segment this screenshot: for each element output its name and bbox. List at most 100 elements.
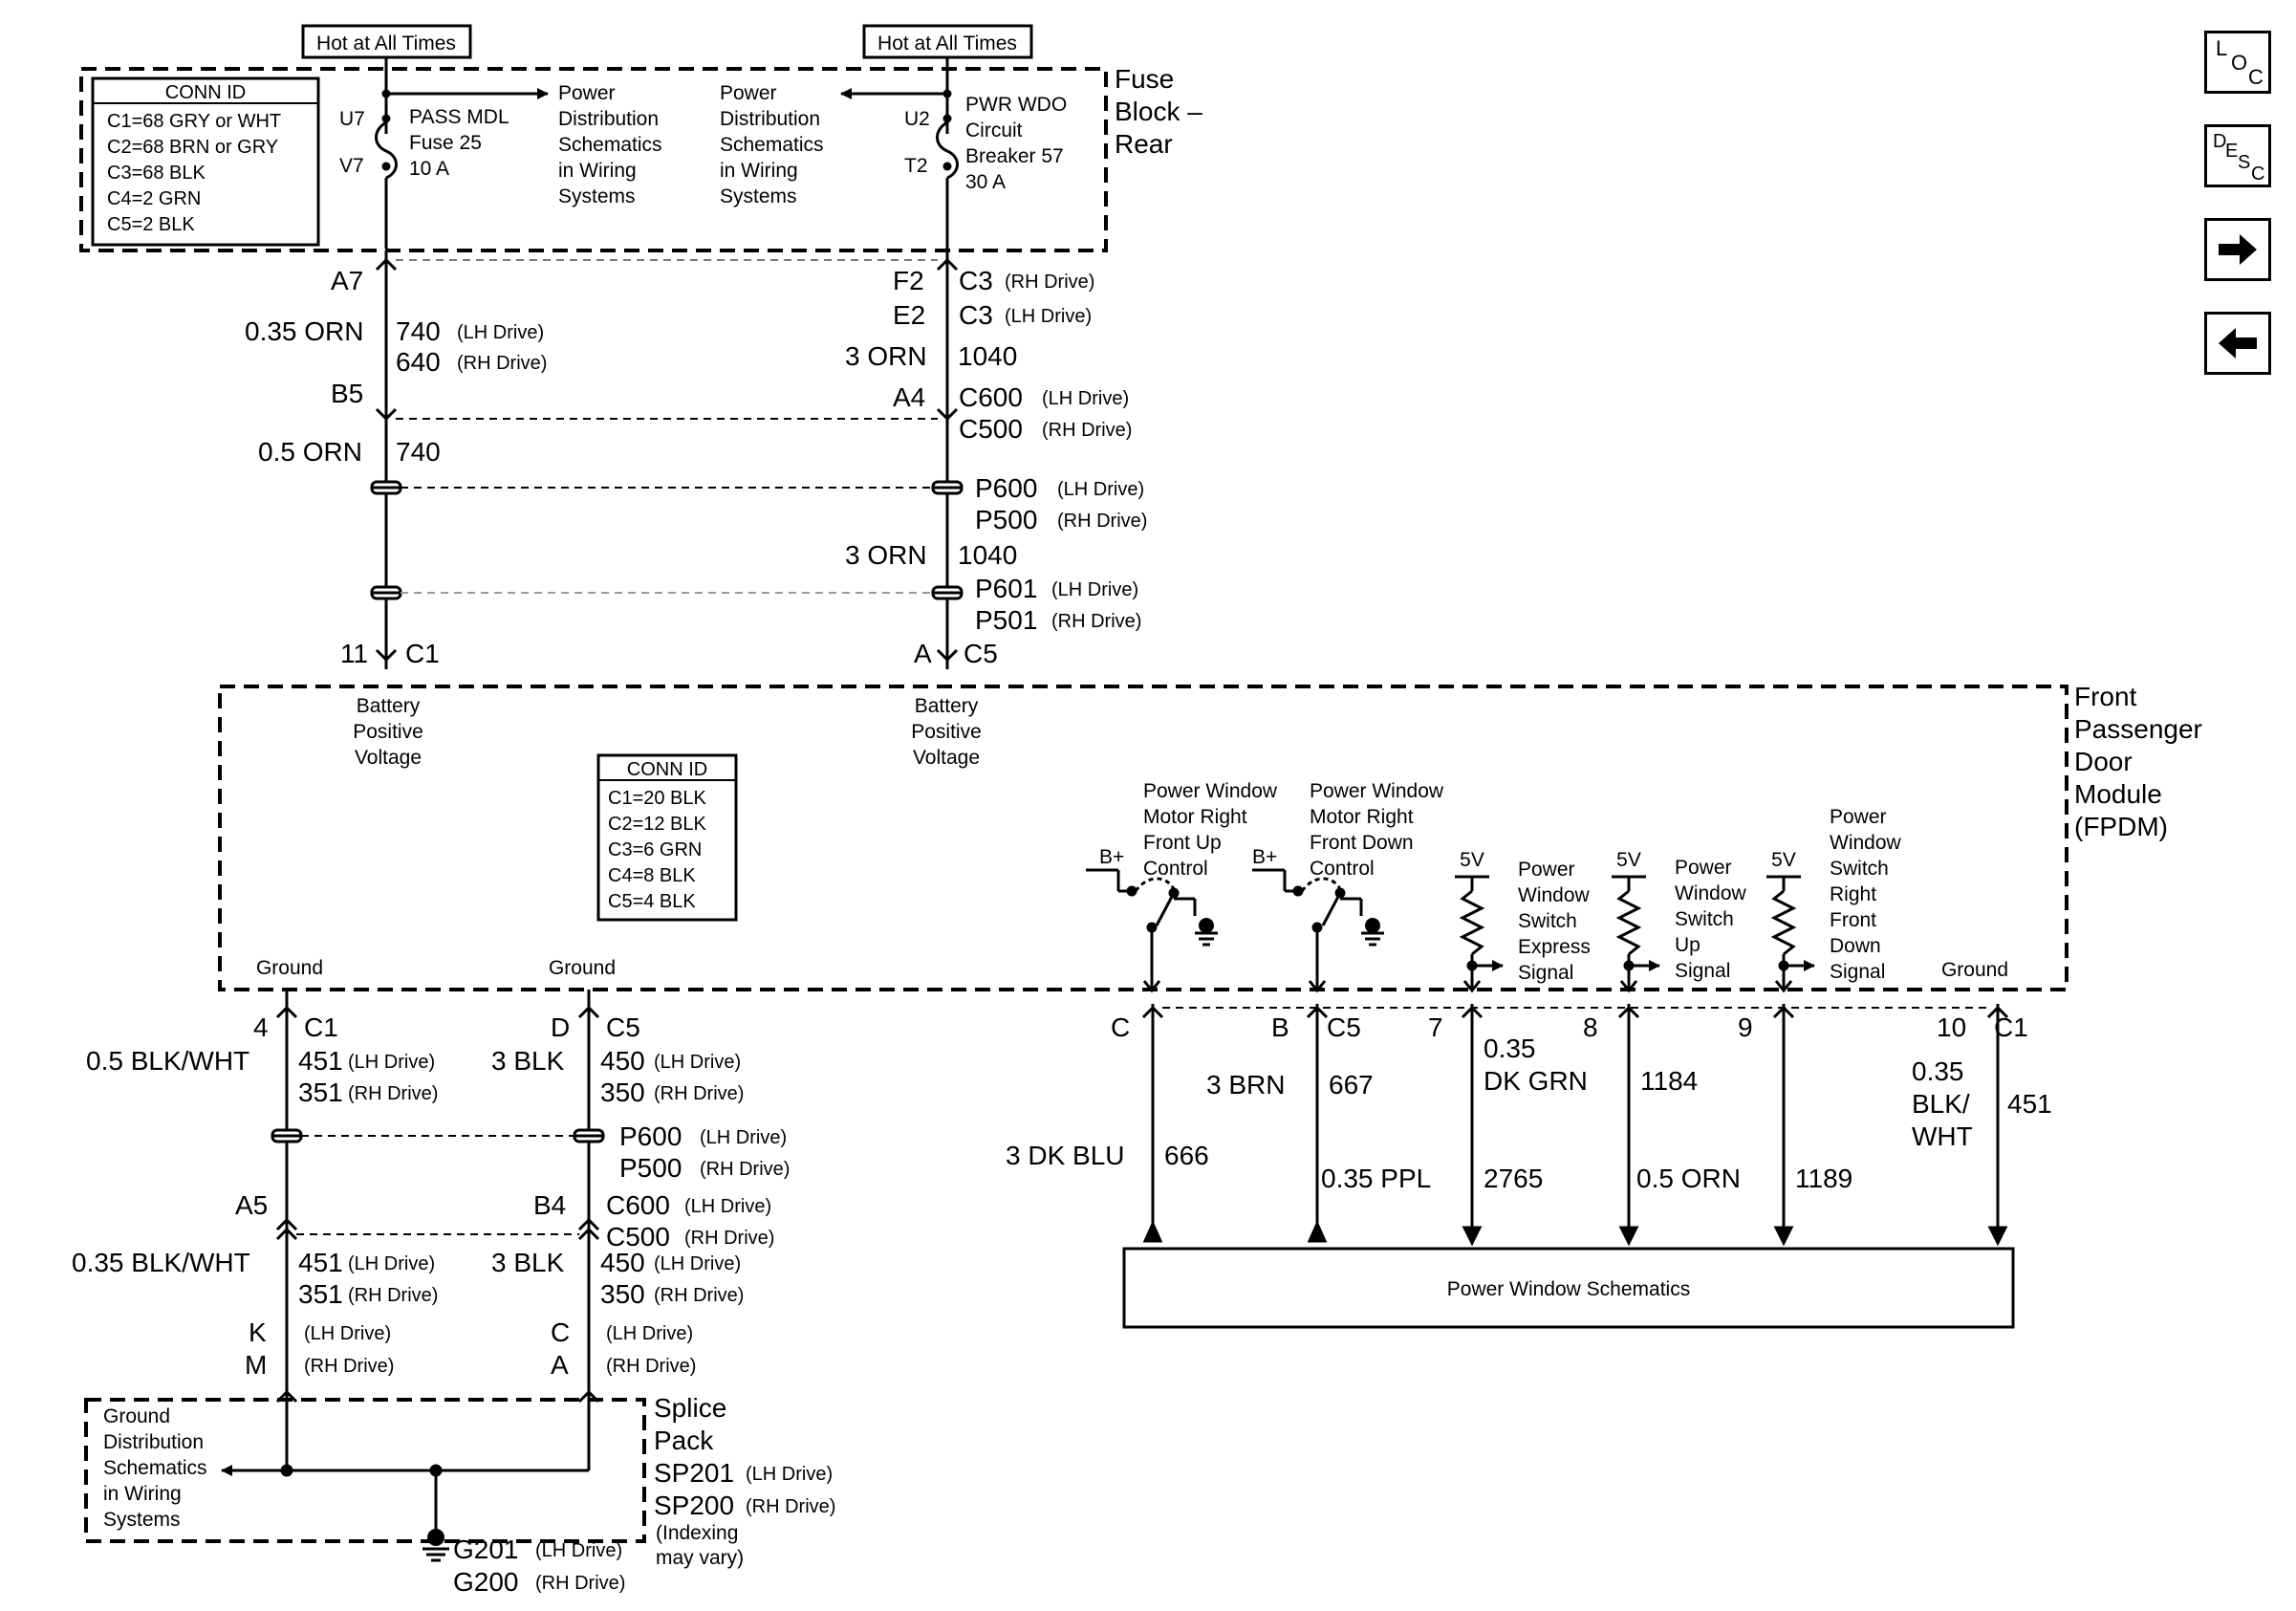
pin-10: 10	[1937, 1012, 1966, 1042]
fuse-pin-u2: U2	[904, 108, 930, 130]
conn-c500: C500	[606, 1222, 670, 1252]
power-window-schematics-box[interactable]: Power Window Schematics	[1122, 1247, 2015, 1329]
note: (LH Drive)	[348, 1253, 435, 1274]
pin-8: 8	[1583, 1012, 1598, 1042]
upper-right-labels: F2 C3 (RH Drive) E2 C3 (LH Drive) 3 ORN …	[845, 266, 1147, 668]
down-ctrl-label: Power Window	[1310, 780, 1444, 802]
motor-up-relay-icon	[1086, 868, 1218, 993]
gds-label: Ground	[103, 1405, 170, 1427]
note: (RH Drive)	[654, 1083, 744, 1104]
sw-up-label: Signal	[1675, 960, 1730, 982]
loc-letter-c: C	[2248, 65, 2264, 89]
note: (RH Drive)	[654, 1285, 744, 1306]
note: (RH Drive)	[700, 1159, 790, 1180]
pin-b5: B5	[331, 379, 363, 408]
circuit-640: 640	[396, 347, 441, 377]
lower-left-labels: 4 C1 0.5 BLK/WHT 451 (LH Drive) 351 (RH …	[72, 1012, 438, 1380]
pds-right-line: Schematics	[720, 134, 824, 156]
fuse-block-title-1: Fuse	[1115, 64, 1174, 94]
sw-down-label: Switch	[1830, 858, 1889, 880]
desc-button[interactable]: D E S C	[2204, 124, 2271, 187]
circuit-1189: 1189	[1795, 1164, 1852, 1193]
conn-c600: C600	[959, 382, 1023, 412]
pin-4: 4	[253, 1012, 269, 1042]
loc-button[interactable]: L O C	[2204, 31, 2271, 94]
conn-p601: P601	[975, 574, 1037, 603]
fpdm-title: Front	[2074, 682, 2137, 711]
wire-blk: BLK/	[1912, 1089, 1970, 1119]
sw-up-label: Up	[1675, 934, 1700, 956]
fpdm-conn-id-item: C2=12 BLK	[608, 814, 707, 835]
hot-at-all-times-label-left: Hot at All Times	[316, 33, 456, 54]
note: (RH Drive)	[684, 1228, 774, 1249]
up-ctrl-label: Control	[1143, 858, 1208, 880]
fuse-conn-id-title: CONN ID	[165, 82, 246, 103]
wire-wht: WHT	[1912, 1121, 1973, 1151]
hot-at-all-times-label-right: Hot at All Times	[877, 33, 1017, 54]
fpdm-conn-id-item: C3=6 GRN	[608, 839, 702, 860]
note: (RH Drive)	[746, 1496, 835, 1517]
up-ctrl-label: Front Up	[1143, 832, 1222, 854]
fuse-conn-id-item: C1=68 GRY or WHT	[107, 111, 281, 132]
pds-right-line: Power	[720, 82, 777, 104]
pds-left-line: Distribution	[558, 108, 659, 130]
upper-left-labels: A7 0.35 ORN 740 (LH Drive) 640 (RH Drive…	[245, 266, 547, 668]
conn-c1: C1	[405, 639, 440, 668]
gds-label: Distribution	[103, 1431, 204, 1453]
index-note: may vary)	[656, 1547, 744, 1569]
circuit-450: 450	[600, 1046, 645, 1076]
bpv-right: Voltage	[913, 747, 980, 769]
note: (LH Drive)	[1005, 306, 1092, 327]
motor-down-relay-icon	[1252, 868, 1384, 993]
pin-b4: B4	[533, 1190, 566, 1220]
note: (LH Drive)	[654, 1052, 741, 1073]
circuit-451: 451	[2007, 1089, 2052, 1119]
wire-0-35-blk-wht: 0.35 BLK/WHT	[72, 1248, 250, 1277]
gds-label: Schematics	[103, 1457, 207, 1479]
wire-0-5-blk-wht: 0.5 BLK/WHT	[86, 1046, 249, 1076]
breaker-57-icon	[936, 120, 959, 180]
circuit-666: 666	[1164, 1141, 1209, 1170]
circuit-350: 350	[600, 1078, 645, 1107]
ground-wiring	[84, 990, 646, 1562]
wire-0-5-orn: 0.5 ORN	[258, 437, 362, 467]
resistor-express-icon	[1455, 875, 1504, 993]
power-window-labels: C B C5 7 8 9 10 C1 3 DK BLU 666 3 BRN 66…	[1006, 1012, 2052, 1193]
index-note: (Indexing	[656, 1522, 738, 1544]
express-label: Signal	[1518, 962, 1573, 984]
ground-label: Ground	[256, 957, 323, 979]
circuit-2765: 2765	[1484, 1164, 1543, 1193]
note: (LH Drive)	[348, 1052, 435, 1073]
wire-0-35: 0.35	[1912, 1056, 1964, 1086]
down-ctrl-label: Front Down	[1310, 832, 1414, 854]
circuit-350: 350	[600, 1279, 645, 1309]
pds-right-line: Systems	[720, 185, 797, 207]
fpdm-conn-id-item: C5=4 BLK	[608, 891, 696, 912]
circuit-351: 351	[298, 1078, 343, 1107]
pin-f2: F2	[893, 266, 924, 295]
wire-0-35-ppl: 0.35 PPL	[1321, 1164, 1431, 1193]
fpdm-conn-id-item: C1=20 BLK	[608, 788, 707, 809]
note: (RH Drive)	[1051, 611, 1141, 632]
fpdm-title: Door	[2074, 747, 2133, 776]
conn-c600: C600	[606, 1190, 670, 1220]
pin-a: A	[551, 1350, 569, 1380]
wire-0-5-orn: 0.5 ORN	[1636, 1164, 1741, 1193]
next-button[interactable]	[2204, 218, 2271, 281]
note: (RH Drive)	[348, 1285, 438, 1306]
conn-c3: C3	[959, 300, 993, 330]
ground-label: Ground	[549, 957, 616, 979]
desc-letter-e: E	[2225, 141, 2239, 162]
b-plus-label: B+	[1252, 846, 1277, 868]
up-ctrl-label: Motor Right	[1143, 806, 1247, 828]
left-fuse-line: 10 A	[409, 158, 449, 180]
bpv-right: Positive	[911, 721, 982, 743]
wire-3-blk: 3 BLK	[491, 1046, 565, 1076]
pin-11: 11	[340, 639, 368, 668]
note: (RH Drive)	[535, 1573, 625, 1594]
splice-sp201: SP201	[654, 1458, 734, 1488]
fpdm-conn-id-title: CONN ID	[627, 759, 707, 780]
resistor-down-icon	[1766, 875, 1815, 993]
express-label: Power	[1518, 859, 1575, 881]
back-button[interactable]	[2204, 312, 2271, 375]
